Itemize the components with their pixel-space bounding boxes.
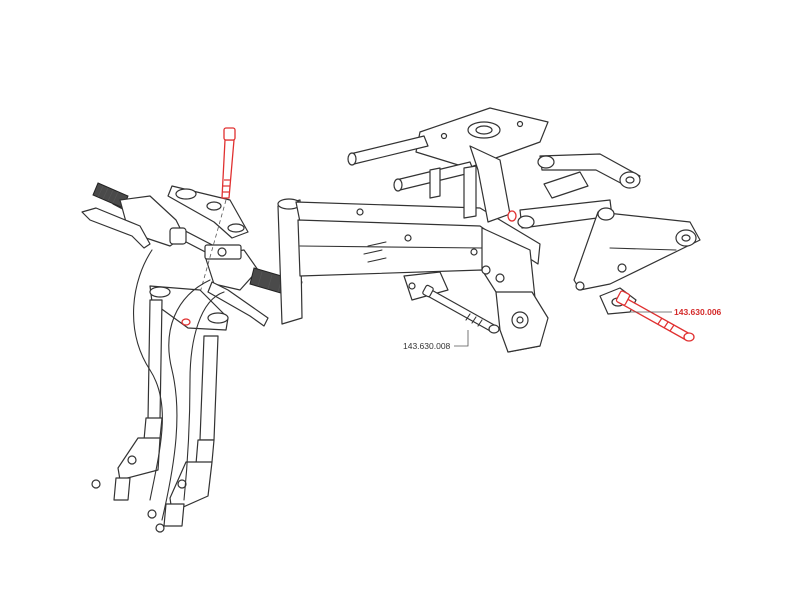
frame-nut-highlighted bbox=[507, 210, 517, 222]
upper-triple-clamp bbox=[167, 185, 249, 239]
right-fork-leg bbox=[147, 335, 219, 527]
swingarm-link bbox=[517, 153, 641, 229]
callout-143-630-006: 143.630.006 bbox=[630, 307, 722, 317]
frame-through-bolt bbox=[422, 284, 500, 334]
left-fork-leg bbox=[91, 299, 163, 501]
left-handlebar-assembly bbox=[81, 182, 303, 327]
rear-subframe bbox=[347, 107, 549, 223]
nut-highlighted bbox=[181, 318, 191, 326]
rear-bolt-highlighted bbox=[615, 290, 695, 342]
control-cables bbox=[133, 249, 225, 533]
lower-triple-clamp bbox=[149, 285, 229, 331]
main-frame bbox=[277, 198, 549, 353]
part-number-label: 143.630.006 bbox=[674, 307, 722, 317]
callout-143-630-008: 143.630.008 bbox=[403, 330, 469, 351]
part-number-label: 143.630.008 bbox=[403, 341, 451, 351]
clutch-lever bbox=[81, 207, 151, 249]
steering-stem-bolt-highlighted bbox=[221, 127, 236, 199]
brake-lever bbox=[207, 281, 269, 327]
rear-rocker bbox=[573, 207, 701, 291]
